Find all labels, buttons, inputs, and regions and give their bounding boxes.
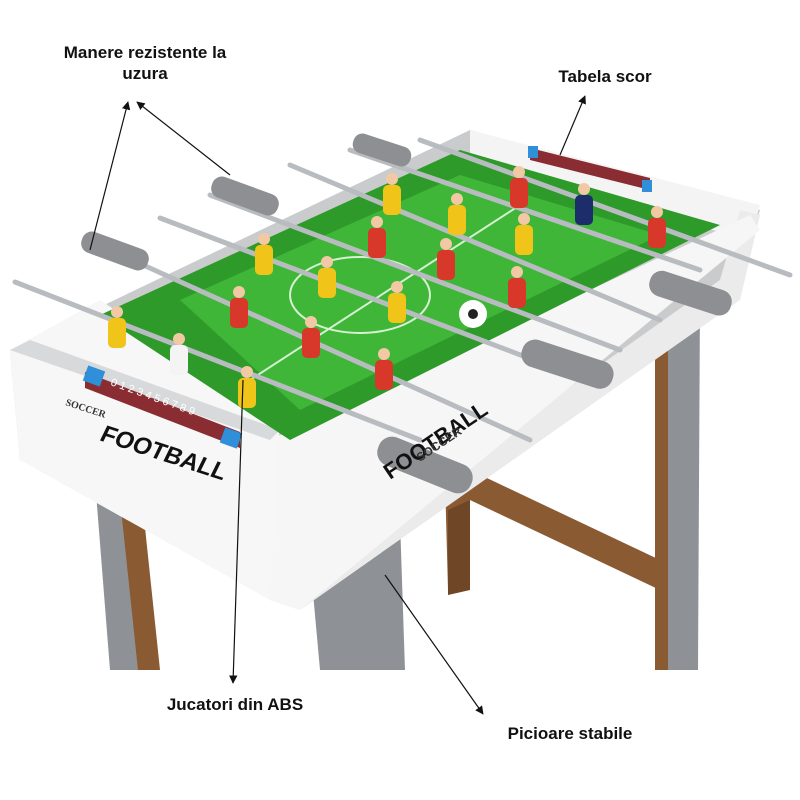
players xyxy=(108,166,666,408)
label-handles: Manere rezistente la uzura xyxy=(63,43,227,83)
arrow-icon xyxy=(384,574,484,715)
arrow-icon xyxy=(229,379,244,684)
arrow-icon xyxy=(136,101,231,176)
arrow-icon xyxy=(559,95,586,156)
callout-arrows xyxy=(89,95,586,715)
rod-handles xyxy=(81,133,732,494)
label-legs: Picioare stabile xyxy=(507,724,633,743)
scoreboard-back xyxy=(528,146,652,192)
arrow-icon xyxy=(89,101,131,251)
label-players: Jucatori din ABS xyxy=(166,695,304,714)
label-scoreboard: Tabela scor xyxy=(558,67,652,86)
